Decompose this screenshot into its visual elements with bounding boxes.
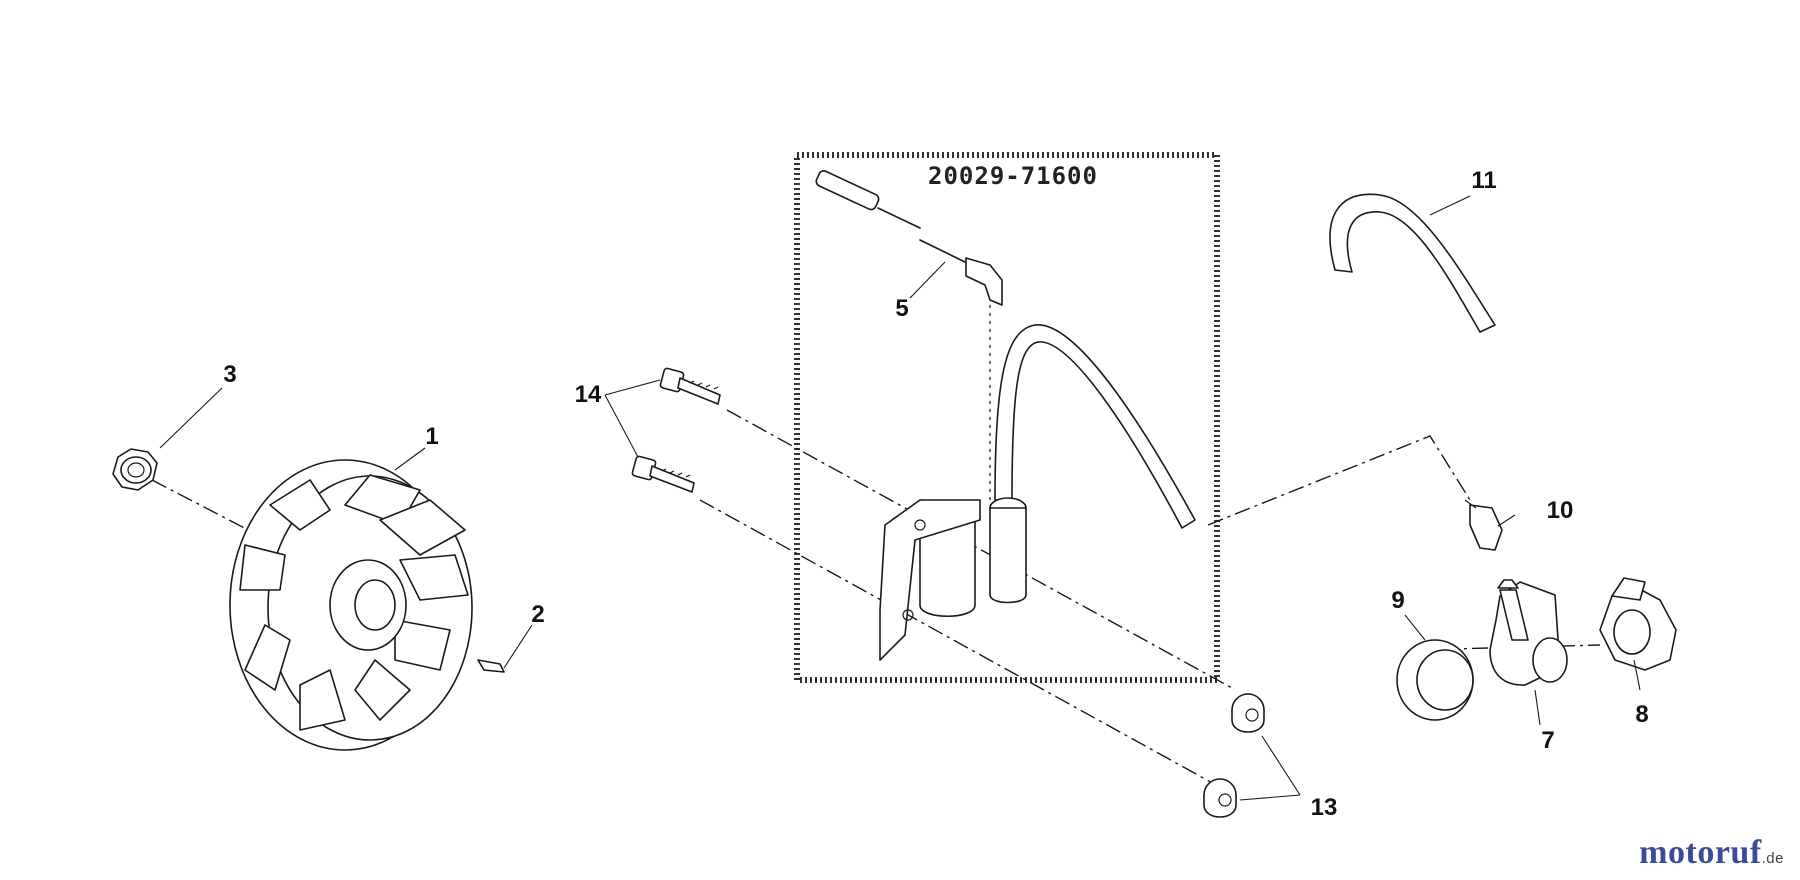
ignition-coil — [879, 324, 1196, 661]
watermark-name: motoruf — [1639, 834, 1762, 871]
leader-lines — [159, 195, 1641, 801]
elbow-fitting — [1489, 579, 1568, 686]
callout-11: 11 — [1471, 167, 1496, 194]
grommet — [1396, 639, 1474, 721]
callout-7: 7 — [1541, 727, 1554, 754]
callout-13: 13 — [1311, 794, 1338, 821]
spacer-upper — [1231, 693, 1265, 733]
spark-plug-cap — [815, 170, 1003, 306]
woodruff-key — [477, 659, 505, 673]
bolt-lower — [631, 455, 695, 493]
hose-clip — [1464, 499, 1503, 551]
spacer-lower — [1203, 778, 1237, 818]
flywheel — [229, 459, 473, 751]
holder-bracket — [1599, 577, 1677, 671]
kit-part-number: 20029-71600 — [928, 162, 1098, 190]
watermark-logo: motoruf.de — [1639, 834, 1784, 872]
bolt-upper — [659, 367, 721, 405]
callout-10: 10 — [1547, 497, 1574, 524]
flange-nut — [112, 448, 158, 491]
fuel-hose — [1329, 193, 1496, 333]
callout-labels: 1 2 3 5 7 8 9 10 11 13 14 — [223, 167, 1648, 821]
watermark-tld: .de — [1761, 850, 1784, 867]
ignition-coil-kit-box: 20029-71600 — [794, 152, 1220, 683]
callout-14: 14 — [575, 381, 602, 408]
callout-8: 8 — [1635, 701, 1648, 728]
callout-3: 3 — [223, 361, 236, 388]
callout-1: 1 — [425, 423, 438, 450]
callout-9: 9 — [1391, 587, 1404, 614]
callout-5: 5 — [895, 295, 908, 322]
callout-2: 2 — [531, 601, 544, 628]
